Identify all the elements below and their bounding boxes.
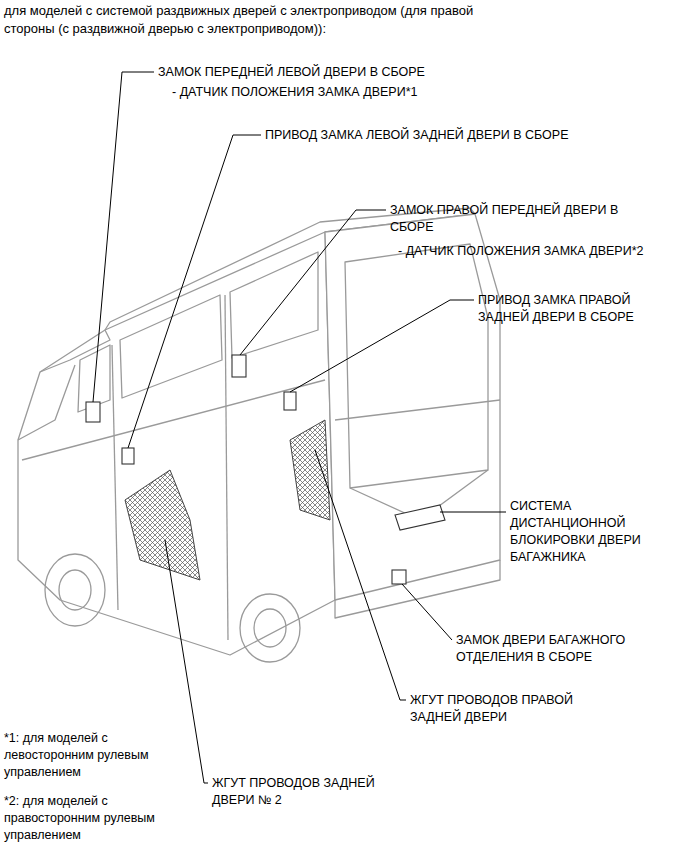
footnote: *2: для моделей с правосторонним рулевым… (4, 793, 182, 844)
part-label: СИСТЕМА ДИСТАНЦИОННОЙ БЛОКИРОВКИ ДВЕРИ Б… (510, 498, 670, 566)
part-label: ЖГУТ ПРОВОДОВ ПРАВОЙ ЗАДНЕЙ ДВЕРИ (410, 692, 605, 726)
part-label: ЗАМОК ДВЕРИ БАГАЖНОГО ОТДЕЛЕНИЯ В СБОРЕ (456, 632, 666, 666)
part-label: ЗАМОК ПЕРЕДНЕЙ ЛЕВОЙ ДВЕРИ В СБОРЕ (158, 64, 478, 81)
part-label: ПРИВОД ЗАМКА ПРАВОЙ ЗАДНЕЙ ДВЕРИ В СБОРЕ (478, 292, 678, 326)
part-label: ЗАМОК ПРАВОЙ ПЕРЕДНЕЙ ДВЕРИ В СБОРЕ (390, 202, 640, 236)
title: для моделей с системой раздвижных дверей… (4, 2, 504, 38)
part-note: - ДАТЧИК ПОЛОЖЕНИЯ ЗАМКА ДВЕРИ*1 (172, 84, 492, 101)
footnote: *1: для моделей с левосторонним рулевым … (4, 730, 182, 781)
part-note: - ДАТЧИК ПОЛОЖЕНИЯ ЗАМКА ДВЕРИ*2 (398, 243, 678, 260)
part-label: ПРИВОД ЗАМКА ЛЕВОЙ ЗАДНЕЙ ДВЕРИ В СБОРЕ (265, 127, 577, 144)
part-label: ЖГУТ ПРОВОДОВ ЗАДНЕЙ ДВЕРИ № 2 (212, 775, 382, 809)
